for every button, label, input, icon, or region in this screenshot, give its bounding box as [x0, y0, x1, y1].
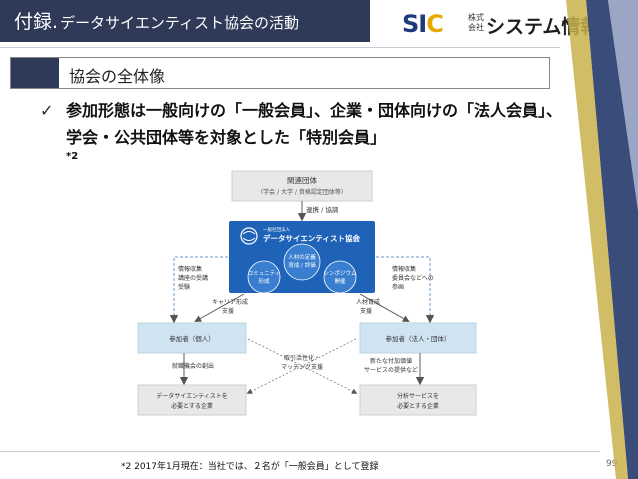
- label-career-2: 支援: [222, 307, 234, 315]
- label-right-upper-3: 参画: [392, 283, 404, 291]
- bullet-text: 参加形態は一般向けの「一般会員」、企業・団体向けの「法人会員」、学会・公共団体等…: [66, 101, 563, 147]
- title-main-text: 付録.: [14, 11, 59, 33]
- company-logo: SIC 株式会社 システム情報: [402, 10, 599, 40]
- label-right-upper-2: 委員会などへの: [392, 274, 434, 282]
- section-label: 協会の全体像: [69, 67, 166, 86]
- label-exchange-1: 取引活性化・: [284, 354, 320, 362]
- label-training-1: 人材育成: [356, 298, 380, 306]
- association-org-small: 一般社団法人: [263, 226, 290, 233]
- arrow-left-upper: [169, 256, 228, 324]
- node-symposium: [323, 260, 357, 294]
- node-community-text-1: コミュニティ: [248, 270, 281, 277]
- arrow-exchange-2: [246, 338, 357, 394]
- label-new-1: 新たな付加価値: [370, 357, 412, 365]
- arrow-right-upper: [376, 256, 435, 324]
- page-number: 99: [606, 459, 618, 469]
- company-analysis-text-2: 必要とする企業: [397, 402, 439, 410]
- node-community-text-2: 形成: [258, 277, 270, 285]
- participant-corporate-text: 参加者（法人・団体）: [386, 334, 451, 343]
- node-definition-text-2: 育成 / 評価: [288, 261, 316, 269]
- label-right-upper-1: 情報収集: [392, 265, 416, 273]
- participant-individual-box: [137, 322, 247, 354]
- footnote: *2 2017年1月現在：当社では、２名が「一般会員」として登録: [121, 462, 379, 472]
- related-orgs-title: 関連団体: [287, 175, 317, 185]
- company-ds-box: [137, 384, 247, 416]
- arrow-training: [359, 293, 410, 322]
- label-career-1: キャリア形成: [212, 298, 248, 306]
- participant-corporate-box: [359, 322, 477, 354]
- label-left-upper-2: 講座の受講: [178, 274, 208, 282]
- node-symposium-text-2: 開催: [334, 277, 346, 285]
- arrow-career: [194, 293, 245, 322]
- company-analysis-text-1: 分析サービスを: [397, 392, 439, 400]
- participant-individual-text: 参加者（個人）: [169, 334, 215, 343]
- label-training-2: 支援: [360, 307, 372, 315]
- logo-mark: SIC: [402, 10, 444, 38]
- header-divider: [0, 47, 560, 48]
- label-left-upper-1: 情報収集: [178, 265, 202, 273]
- label-employment: 就職機会の創出: [172, 362, 214, 370]
- company-ds-text-1: データサイエンティストを: [156, 392, 228, 400]
- section-heading: 協会の全体像: [10, 57, 550, 89]
- node-community: [247, 260, 281, 294]
- node-symposium-text-1: シンポジウム: [323, 269, 357, 277]
- check-icon: ✓: [40, 101, 54, 120]
- section-marker: [11, 58, 59, 88]
- related-orgs-box: [231, 170, 373, 202]
- page-title: 付録.データサイエンティスト協会の活動: [14, 7, 299, 34]
- association-name: データサイエンティスト協会: [263, 233, 360, 243]
- related-orgs-sub: （学会 / 大学 / 資格認定団体等）: [257, 188, 347, 196]
- association-logo-icon: [240, 227, 258, 245]
- decorative-stripes: [566, 0, 638, 479]
- node-definition: [283, 243, 321, 281]
- footer-divider: [0, 451, 600, 452]
- label-exchange-2: マッチング支援: [281, 363, 323, 371]
- title-bar: 付録.データサイエンティスト協会の活動: [0, 0, 370, 42]
- note-marker: *2: [66, 151, 79, 162]
- logo-small-text: 株式会社: [468, 13, 484, 32]
- title-sub-text: データサイエンティスト協会の活動: [60, 14, 299, 32]
- label-new-2: サービスの提供など: [364, 366, 418, 374]
- label-left-upper-3: 受験: [178, 283, 190, 291]
- association-diagram: 関連団体 （学会 / 大学 / 資格認定団体等） 連携 / 協調 一般社団法人 …: [124, 161, 494, 437]
- company-analysis-box: [359, 384, 477, 416]
- company-ds-text-2: 必要とする企業: [171, 402, 213, 410]
- node-definition-text-1: 人材の定義: [288, 253, 316, 261]
- label-cooperation: 連携 / 協調: [306, 205, 339, 214]
